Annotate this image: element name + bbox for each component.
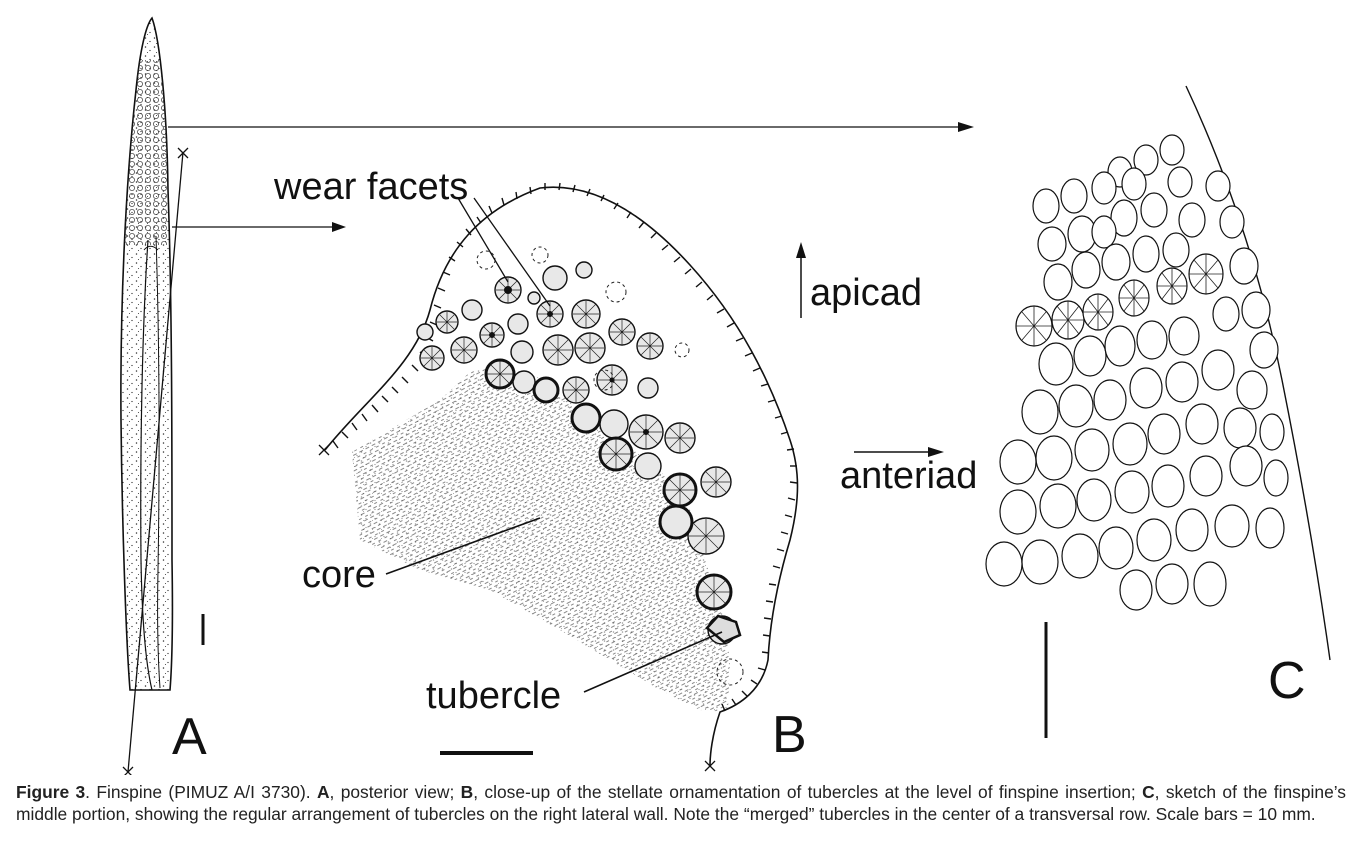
panel-c-label: C xyxy=(1268,652,1306,710)
label-anteriad: anteriad xyxy=(840,455,977,497)
caption-c-text: , sketch of the finspine’s middle portio… xyxy=(16,782,1346,824)
tubercle-rows-c xyxy=(985,134,1289,611)
caption-b-label: B xyxy=(460,782,474,802)
caption-c-label: C xyxy=(1142,782,1155,802)
caption-intro: . Finspine (PIMUZ A/I 3730). xyxy=(85,782,317,802)
figure-3-illustration: A xyxy=(120,16,1331,775)
caption-a-text: , posterior view; xyxy=(329,782,461,802)
panel-b-closeup xyxy=(318,182,944,772)
panel-a-label: A xyxy=(172,708,207,766)
panel-a-finspine xyxy=(120,16,974,775)
figure-caption: Figure 3. Finspine (PIMUZ A/I 3730). A, … xyxy=(16,781,1346,825)
label-tubercle: tubercle xyxy=(426,675,561,717)
label-wear-facets: wear facets xyxy=(273,166,468,208)
caption-figure-label: Figure 3 xyxy=(16,782,86,802)
label-core: core xyxy=(302,554,376,596)
caption-a-label: A xyxy=(316,782,330,802)
panel-b-label: B xyxy=(772,706,807,764)
panel-c-sketch xyxy=(985,85,1331,738)
caption-b-text: , close-up of the stellate ornamentation… xyxy=(473,782,1143,802)
label-apicad: apicad xyxy=(810,272,922,314)
